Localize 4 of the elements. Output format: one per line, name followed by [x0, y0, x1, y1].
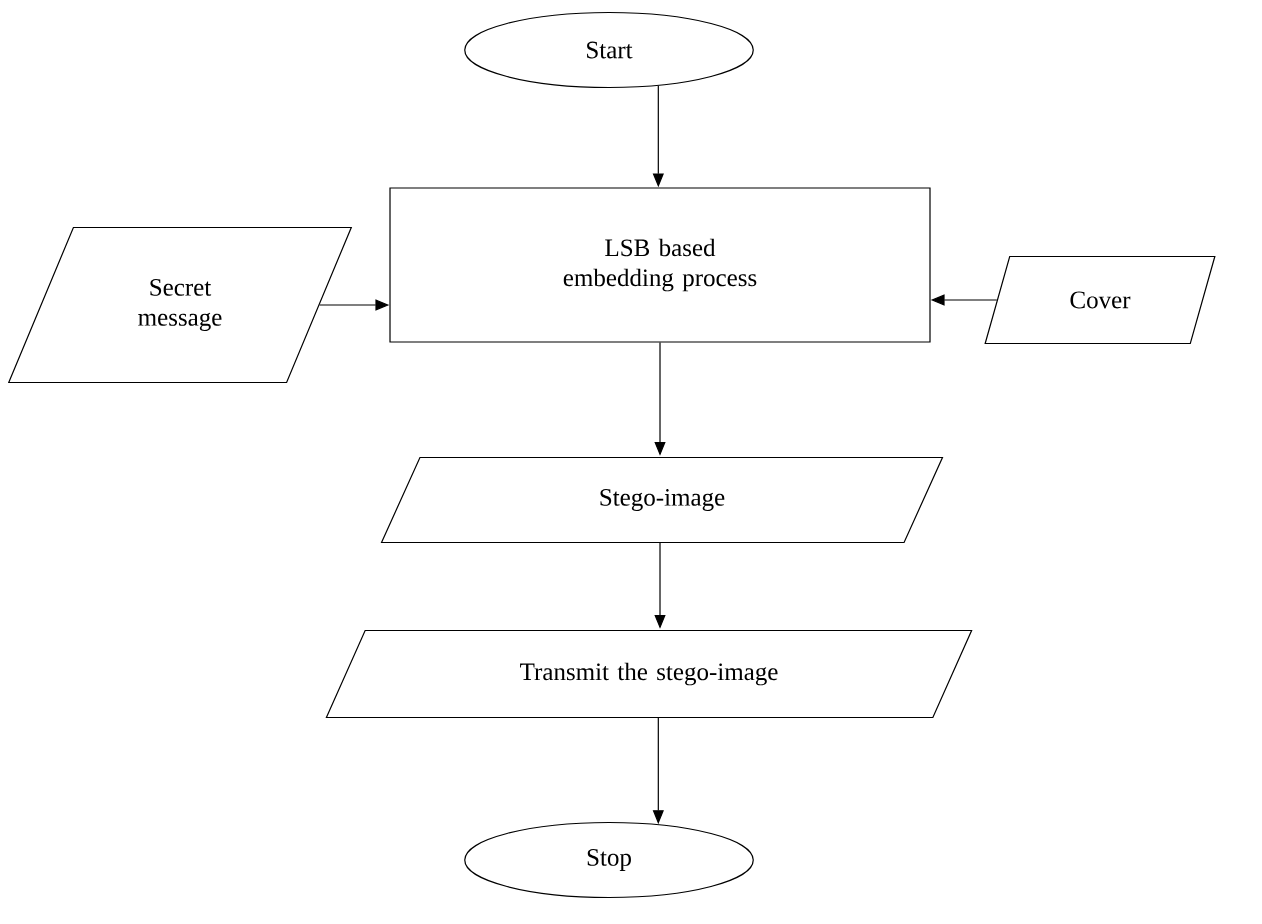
data-parallelogram: Cover: [984, 255, 1216, 345]
process-box: LSB based embedding process: [389, 187, 931, 343]
data-parallelogram: Transmit the stego-image: [325, 629, 973, 719]
data-parallelogram: Stego-image: [380, 456, 944, 544]
